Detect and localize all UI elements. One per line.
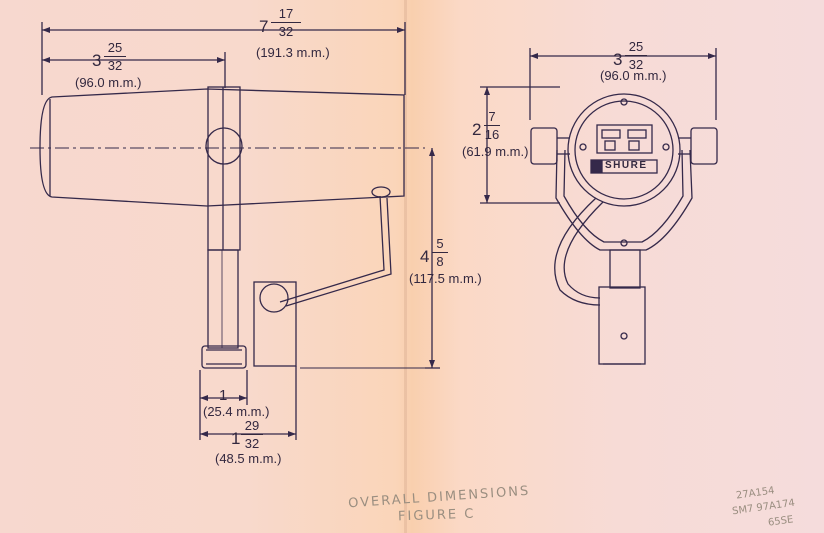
overall-length-dimension: 7 17 32 bbox=[259, 6, 301, 39]
page-fold bbox=[404, 0, 407, 533]
caption-line-2: FIGURE C bbox=[397, 506, 476, 525]
height-metric: (117.5 m.m.) bbox=[409, 271, 482, 286]
mount-width-metric: (25.4 m.m.) bbox=[203, 404, 270, 419]
rear-diameter-dimension: 3 25 32 bbox=[613, 39, 647, 72]
height-dimension: 4 5 8 bbox=[420, 236, 448, 269]
overall-length-metric: (191.3 m.m.) bbox=[256, 45, 330, 60]
base-width-dimension: 1 29 32 bbox=[231, 418, 263, 451]
yoke-height-metric: (61.9 m.m.) bbox=[462, 144, 529, 159]
body-diameter-side-dimension: 3 25 32 bbox=[92, 40, 126, 73]
yoke-height-dimension: 2 7 16 bbox=[472, 109, 500, 143]
brand-badge-text: SHURE bbox=[605, 160, 648, 171]
base-width-metric: (48.5 m.m.) bbox=[215, 451, 282, 466]
mount-width-dimension: 1 bbox=[219, 387, 228, 404]
rear-diameter-metric: (96.0 m.m.) bbox=[600, 68, 667, 83]
body-diameter-side-metric: (96.0 m.m.) bbox=[75, 75, 142, 90]
